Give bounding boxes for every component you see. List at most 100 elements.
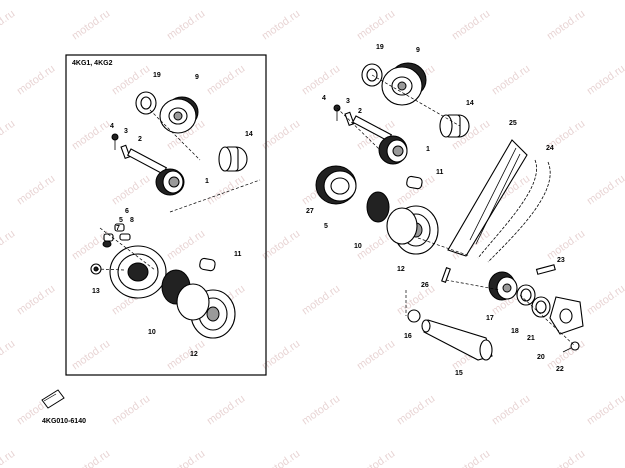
main-clutch-boss-10 [366, 191, 390, 223]
main-callout-19: 19 [376, 44, 384, 51]
inset-callout-3: 3 [124, 128, 128, 135]
main-callout-3: 3 [346, 98, 350, 105]
main-callout-27: 27 [306, 208, 314, 215]
watermark-text: motod.ru [0, 228, 17, 263]
watermark-text: motod.ru [205, 173, 247, 208]
main-callout-20: 20 [537, 354, 545, 361]
main-timing-chain-24 [477, 159, 551, 263]
inset-shaft-2 [126, 148, 168, 175]
watermark-text: motod.ru [165, 8, 207, 43]
inset-callout-6: 6 [125, 208, 129, 215]
inset-callout-12: 12 [190, 351, 198, 358]
main-shaft-15 [421, 319, 493, 361]
watermark-text: motod.ru [15, 63, 57, 98]
watermark-text: motod.ru [110, 173, 152, 208]
inset-pin-3 [120, 144, 131, 160]
main-starter-gear-9 [381, 62, 427, 106]
main-washer-18 [516, 284, 536, 306]
main-callout-10: 10 [354, 243, 362, 250]
watermark-text: motod.ru [300, 63, 342, 98]
inset-bush-14 [218, 146, 248, 172]
watermark-text: motod.ru [585, 283, 625, 318]
inset-callout-4: 4 [110, 123, 114, 130]
inset-idle-gear-1 [155, 168, 185, 196]
main-chain-guide-25 [447, 139, 528, 257]
main-callout-11: 11 [436, 169, 444, 176]
watermark-text: motod.ru [355, 338, 397, 373]
inset-guide-lines [95, 109, 261, 271]
inset-callout-10: 10 [148, 329, 156, 336]
watermark-layer: motod.ru motod.ru motod.ru motod.ru motod.ru… [0, 8, 625, 468]
watermark-text: motod.ru [15, 173, 57, 208]
watermark-text: motod.ru [490, 63, 532, 98]
watermark-text: motod.ru [260, 448, 302, 468]
inset-callout-7: 7 [116, 225, 120, 232]
main-callout-1: 1 [426, 146, 430, 153]
inset-bearing-19 [135, 91, 157, 115]
main-idle-gear-1 [378, 135, 408, 165]
main-callout-22: 22 [556, 366, 564, 373]
inset-callout-11: 11 [234, 251, 242, 258]
inset-starter-clutch-10 [109, 245, 167, 299]
variant-label: 4KG1, 4KG2 [72, 60, 113, 67]
inset-roller-11 [199, 257, 216, 272]
main-callout-24: 24 [546, 145, 554, 152]
main-callout-21: 21 [527, 335, 535, 342]
inset-callout-5: 5 [119, 217, 123, 224]
watermark-text: motod.ru [70, 338, 112, 373]
watermark-text: motod.ru [70, 448, 112, 468]
watermark-text: motod.ru [15, 283, 57, 318]
main-callout-23: 23 [557, 257, 565, 264]
watermark-text: motod.ru [355, 448, 397, 468]
watermark-text: motod.ru [585, 173, 625, 208]
watermark-text: motod.ru [0, 118, 17, 153]
main-callout-26: 26 [421, 282, 429, 289]
main-callout-17: 17 [486, 315, 494, 322]
main-wheel-gear-12 [386, 205, 439, 255]
watermark-text: motod.ru [165, 448, 207, 468]
inset-callout-2: 2 [138, 136, 142, 143]
watermark-text: motod.ru [205, 63, 247, 98]
watermark-text: motod.ru [585, 393, 625, 428]
main-screw-4 [333, 104, 341, 121]
main-callout-18: 18 [511, 328, 519, 335]
main-callout-2: 2 [358, 108, 362, 115]
main-bolt-26 [441, 267, 451, 283]
watermark-text: motod.ru [300, 283, 342, 318]
main-callout-25: 25 [509, 120, 517, 127]
inset-wheel-gear-12 [161, 269, 236, 339]
watermark-text: motod.ru [300, 393, 342, 428]
inset-screw-4 [111, 133, 119, 150]
watermark-text: motod.ru [70, 8, 112, 43]
main-plate-20 [549, 296, 584, 335]
main-ball-16 [407, 309, 421, 323]
watermark-text: motod.ru [0, 338, 17, 373]
watermark-text: motod.ru [545, 448, 587, 468]
main-callout-16: 16 [404, 333, 412, 340]
watermark-text: motod.ru [70, 118, 112, 153]
inset-frame [65, 54, 267, 376]
watermark-text: motod.ru [355, 8, 397, 43]
main-bush-14 [439, 114, 470, 138]
main-callout-4: 4 [322, 95, 326, 102]
main-key-23 [535, 264, 556, 275]
watermark-text: motod.ru [545, 338, 587, 373]
watermark-text: motod.ru [165, 228, 207, 263]
watermark-text: motod.ru [490, 393, 532, 428]
watermark-text: motod.ru [205, 393, 247, 428]
watermark-text: motod.ru [0, 8, 17, 43]
watermark-text: motod.ru [545, 8, 587, 43]
main-callout-9: 9 [416, 47, 420, 54]
inset-callout-13: 13 [92, 288, 100, 295]
inset-callout-19: 19 [153, 72, 161, 79]
main-callout-15: 15 [455, 370, 463, 377]
inset-callout-8: 8 [130, 217, 134, 224]
inset-callout-14: 14 [245, 131, 253, 138]
main-roller-11 [406, 175, 423, 190]
inset-starter-gear-9 [159, 96, 199, 134]
inset-callout-1: 1 [205, 178, 209, 185]
watermark-text: motod.ru [450, 8, 492, 43]
watermark-text: motod.ru [0, 448, 17, 468]
